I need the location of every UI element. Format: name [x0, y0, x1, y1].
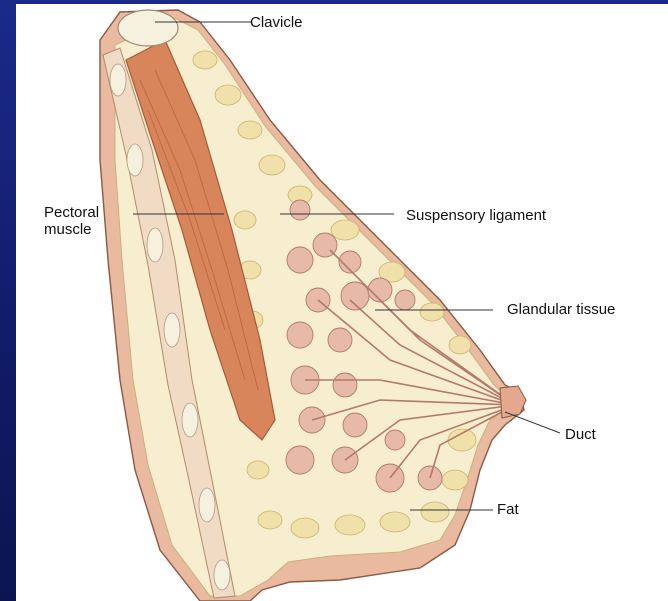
label-clavicle: Clavicle [250, 14, 303, 31]
label-glandular-tissue: Glandular tissue [507, 301, 615, 318]
label-pectoral-muscle: Pectoral muscle [44, 204, 99, 238]
nipple [500, 386, 526, 418]
label-fat: Fat [497, 501, 519, 518]
clavicle-bone [118, 10, 178, 46]
label-suspensory-ligament: Suspensory ligament [406, 207, 546, 224]
label-duct: Duct [565, 426, 596, 443]
